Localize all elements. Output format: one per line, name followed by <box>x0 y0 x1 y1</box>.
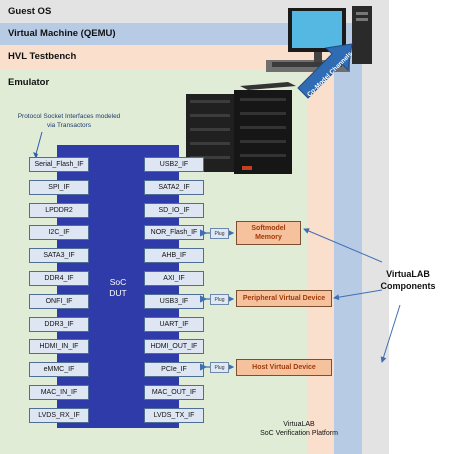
left-interface-box: DDR3_IF <box>29 316 89 332</box>
virtual-machine-label: Virtual Machine (QEMU) <box>8 28 116 39</box>
right-interface-box: SATA2_IF <box>144 179 204 195</box>
platform-line2: SoC Verification Platform <box>260 430 338 437</box>
softmodel-memory-box: Softmodel Memory <box>236 221 301 245</box>
right-interface-box: HDMI_OUT_IF <box>144 339 204 355</box>
virtualab-components-label: VirtuaLAB Components <box>372 268 444 292</box>
left-interface-box: LPDDR2 <box>29 202 89 218</box>
left-interface-box: eMMC_IF <box>29 362 89 378</box>
left-interface-box: HDMI_IN_IF <box>29 339 89 355</box>
softmodel-label: Softmodel <box>251 225 286 232</box>
emulator-hardware-icon <box>186 82 296 174</box>
memory-label: Memory <box>255 234 282 241</box>
left-interface-box: SATA3_IF <box>29 248 89 264</box>
virtualab-components-line1: VirtuaLAB <box>386 269 430 279</box>
socket-interfaces-note: Protocol Socket Interfaces modeled via T… <box>17 113 121 129</box>
left-interface-box: SPI_IF <box>29 179 89 195</box>
plug-pcie: Plug <box>210 362 229 373</box>
left-interface-box: ONFI_IF <box>29 293 89 309</box>
left-interface-box: DDR4_IF <box>29 271 89 286</box>
plug-usb3: Plug <box>210 294 229 305</box>
left-interface-box: LVDS_RX_IF <box>29 407 89 423</box>
right-interface-box: AHB_IF <box>144 248 204 264</box>
peripheral-virtual-device-box: Peripheral Virtual Device <box>236 290 332 307</box>
right-interface-box: PCIe_IF <box>144 362 204 378</box>
virtualab-components-line2: Components <box>380 281 436 291</box>
note-pointer-arrow <box>33 131 43 159</box>
left-interface-box: I2C_IF <box>29 225 89 241</box>
hvl-testbench-label: HVL Testbench <box>8 51 77 62</box>
right-interface-box: AXI_IF <box>144 271 204 286</box>
plug-nor-flash: Plug <box>210 228 229 239</box>
right-interface-box: SD_IO_IF <box>144 202 204 218</box>
right-interface-box: USB2_IF <box>144 157 204 172</box>
emulator-label: Emulator <box>8 77 50 88</box>
computer-icon <box>266 6 372 72</box>
right-interface-box: USB3_IF <box>144 293 204 309</box>
guest-os-label: Guest OS <box>8 6 52 17</box>
left-interface-box: MAC_IN_IF <box>29 385 89 400</box>
platform-label: VirtuaLAB SoC Verification Platform <box>244 420 354 438</box>
left-interface-box: Serial_Flash_IF <box>29 157 89 172</box>
soc-label: SoC <box>109 277 127 287</box>
host-virtual-device-box: Host Virtual Device <box>236 359 332 376</box>
right-interface-box: MAC_OUT_IF <box>144 385 204 400</box>
right-interface-box: LVDS_TX_IF <box>144 407 204 423</box>
right-interface-box: UART_IF <box>144 316 204 332</box>
co-model-channels-arrow <box>297 43 353 99</box>
dut-label: DUT <box>109 288 127 298</box>
platform-line1: VirtuaLAB <box>283 421 315 428</box>
